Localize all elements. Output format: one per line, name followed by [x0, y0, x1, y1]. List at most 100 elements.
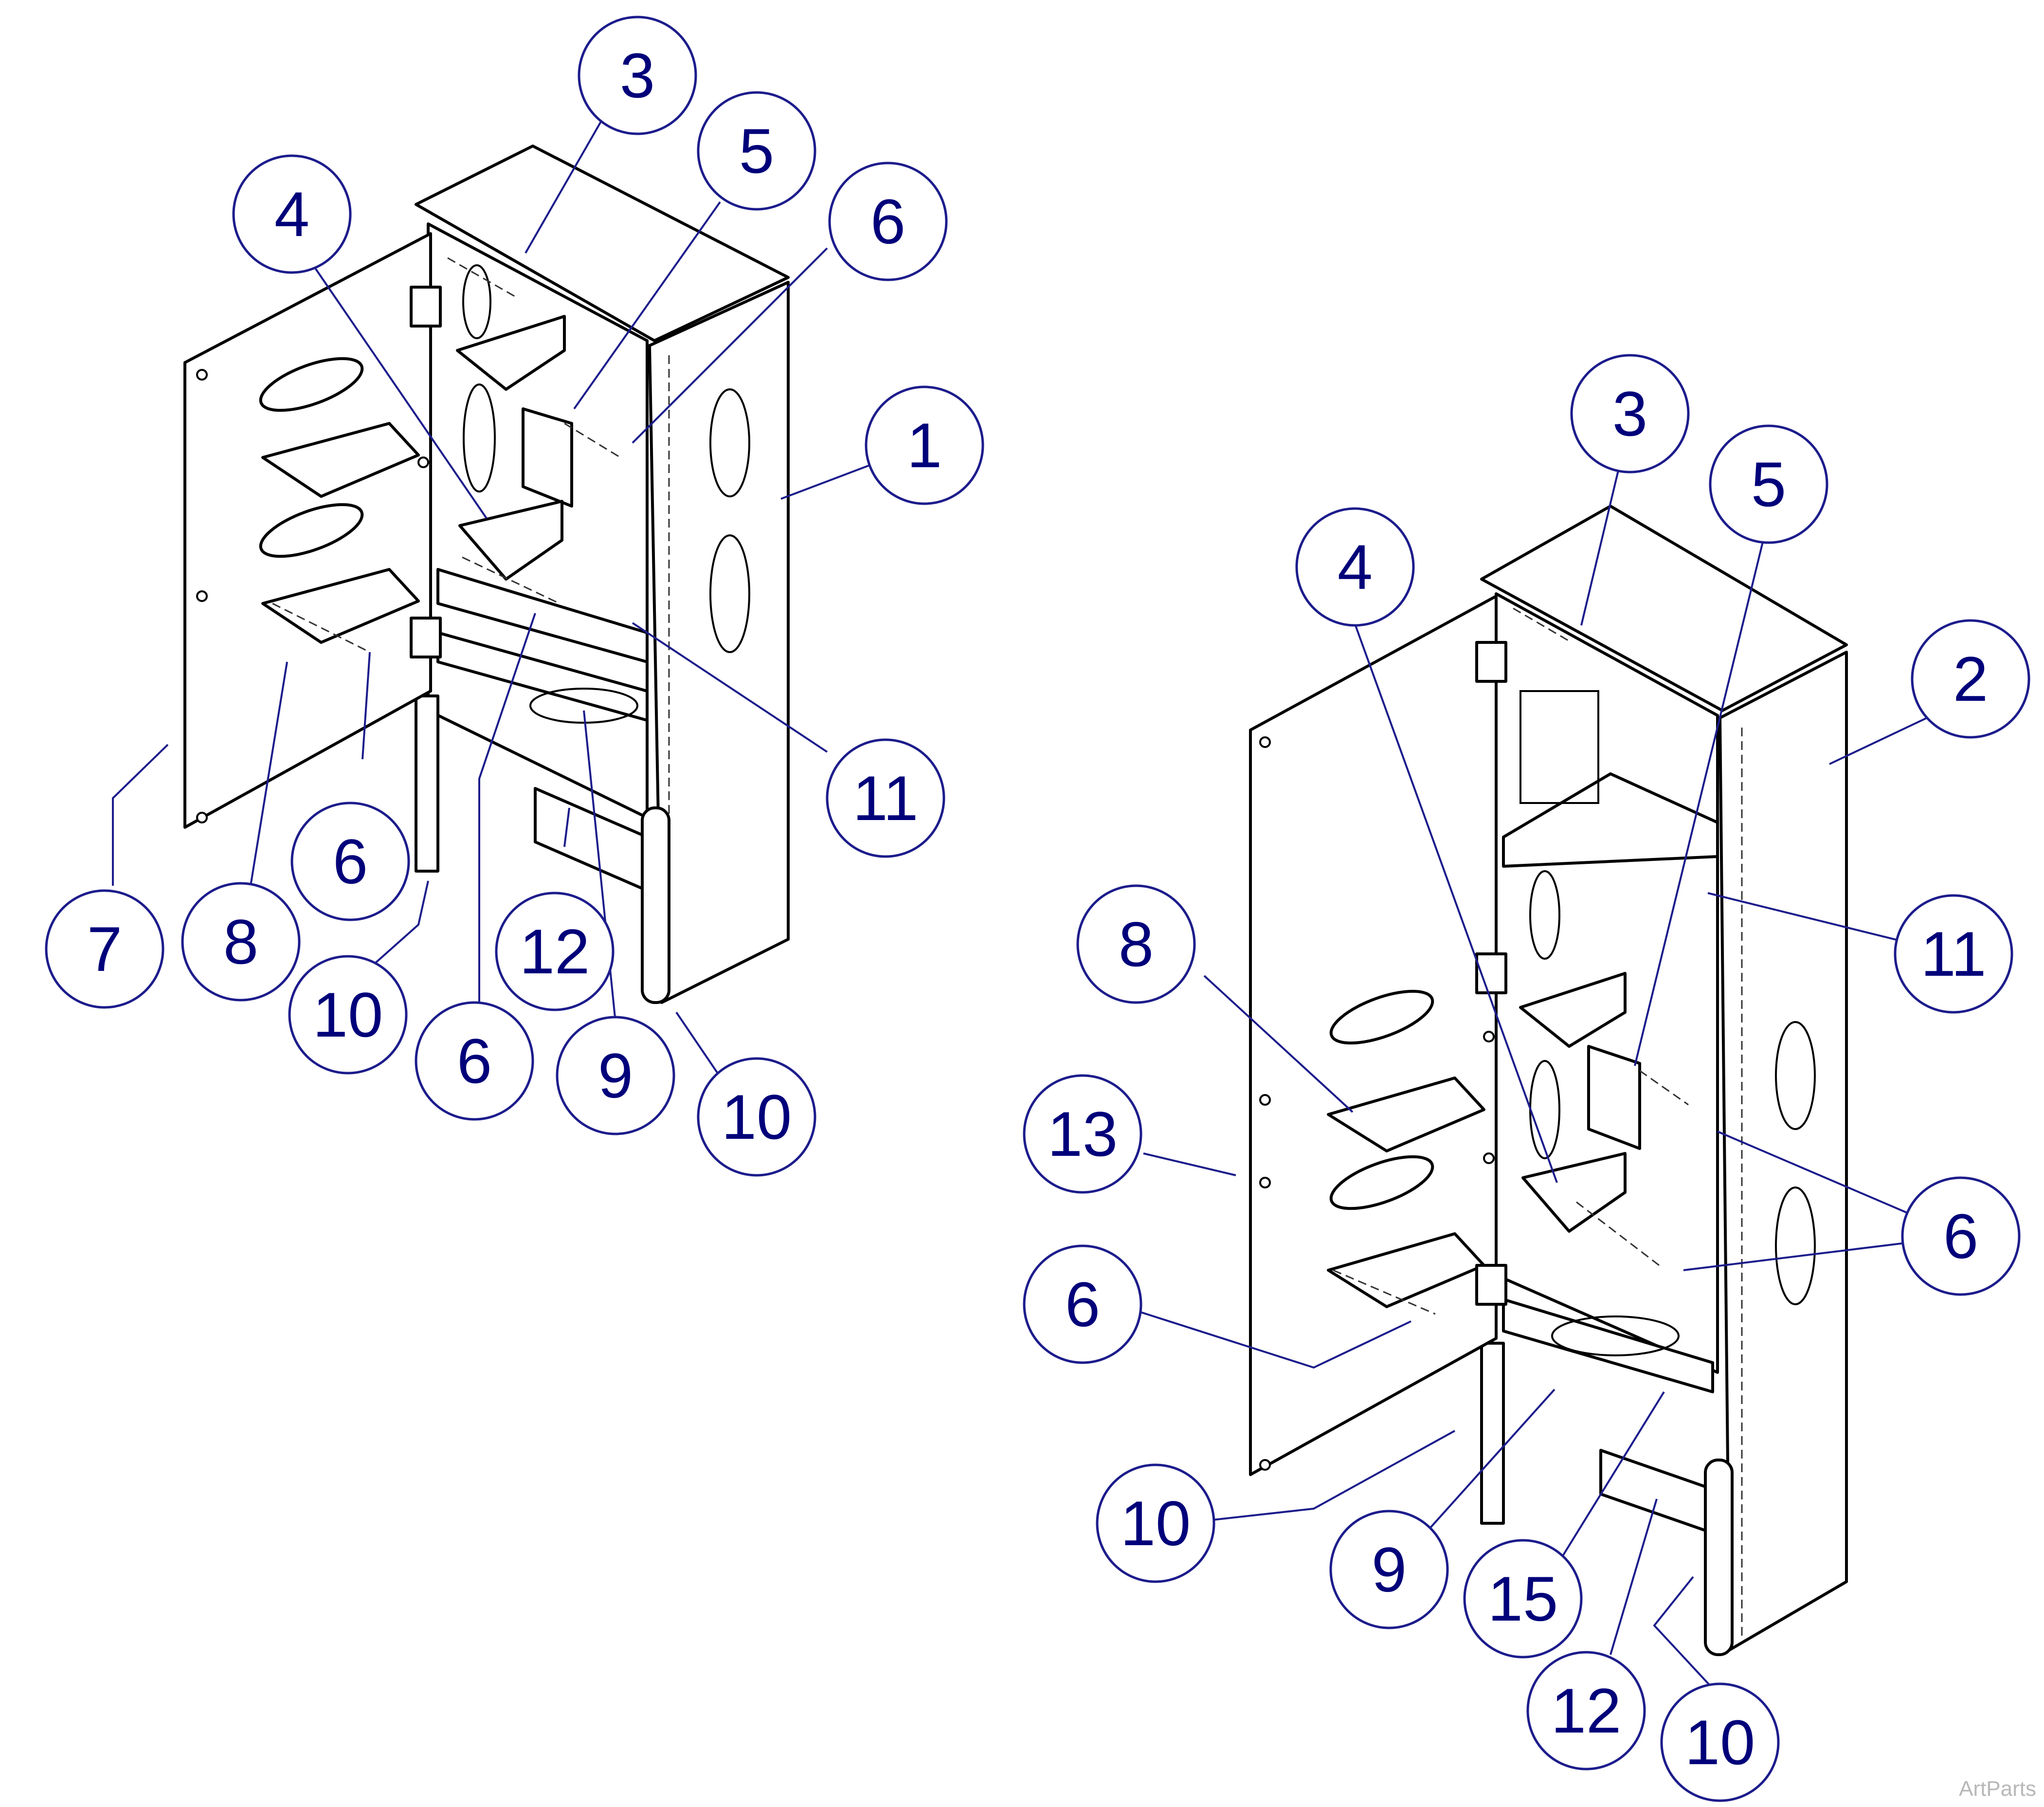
left-door-hole: [196, 590, 208, 602]
svg-text:13: 13: [1048, 1098, 1118, 1169]
svg-text:10: 10: [1121, 1488, 1191, 1559]
left-screw-path: [564, 422, 621, 458]
svg-text:6: 6: [870, 186, 905, 257]
svg-text:10: 10: [722, 1081, 792, 1152]
callout-12: 12: [1526, 1651, 1646, 1770]
svg-text:6: 6: [333, 826, 368, 897]
left-inner-slot-1: [462, 264, 491, 339]
right-inner-slot-1: [1529, 870, 1560, 960]
callout-4: 4: [232, 154, 352, 274]
right-screw-path: [1576, 1201, 1660, 1266]
callout-6: 6: [1023, 1244, 1142, 1364]
svg-text:8: 8: [1119, 909, 1154, 980]
right-tray-opening: [1551, 1315, 1680, 1356]
left-tray-opening: [529, 688, 638, 724]
svg-text:9: 9: [598, 1040, 633, 1111]
right-side-slot-1: [1775, 1021, 1816, 1130]
left-front-leg: [641, 806, 670, 1004]
callout-8: 8: [1076, 884, 1196, 1004]
svg-text:11: 11: [1921, 918, 1987, 989]
svg-text:5: 5: [1751, 449, 1786, 520]
svg-text:15: 15: [1488, 1563, 1558, 1634]
svg-text:10: 10: [1685, 1707, 1755, 1778]
left-inner-slot-2: [463, 383, 496, 493]
left-holder-ring-lower: [259, 503, 364, 558]
callout-sheet-right: 3 5 2 4 11 8 13 6 6 10 9 15 12 10: [1023, 354, 2030, 1802]
callout-3: 3: [578, 16, 697, 135]
left-holder-bracket-lower: [261, 568, 420, 644]
left-screw-path: [272, 602, 370, 653]
left-shelf-lower: [436, 568, 649, 663]
callout-10: 10: [1660, 1682, 1780, 1802]
callout-10: 10: [1096, 1463, 1215, 1583]
right-hinge-lower: [1475, 1264, 1507, 1306]
artparts-watermark: ArtParts: [1959, 1777, 2036, 1801]
right-door-hole: [1259, 736, 1271, 748]
callout-4: 4: [1295, 507, 1415, 627]
left-screw-path: [462, 556, 560, 604]
right-door-hole: [1483, 1152, 1495, 1164]
svg-text:10: 10: [313, 979, 383, 1050]
left-center-bracket: [522, 407, 573, 508]
right-small-shelf: [1521, 1152, 1627, 1233]
right-cabinet-assembly: [1249, 505, 1848, 1656]
svg-text:6: 6: [1943, 1201, 1978, 1272]
left-door-hole: [196, 812, 208, 823]
svg-text:6: 6: [457, 1025, 492, 1096]
right-shelf-middle: [1502, 772, 1719, 868]
callout-10: 10: [288, 955, 408, 1075]
callout-6: 6: [290, 802, 410, 921]
right-door-hole: [1259, 1094, 1271, 1106]
callout-9: 9: [556, 1016, 675, 1135]
left-side-slot-2: [709, 534, 750, 653]
left-shelf-top: [456, 315, 566, 391]
callout-9: 9: [1329, 1510, 1449, 1629]
svg-text:3: 3: [1612, 378, 1647, 449]
svg-text:12: 12: [520, 916, 590, 987]
right-base-kick: [1599, 1449, 1714, 1534]
right-front-leg: [1704, 1459, 1734, 1656]
svg-text:5: 5: [739, 115, 774, 186]
callout-sheet-left: 3 5 4 6 1 11 7 8 6 10 12 6 9 10: [45, 16, 984, 1177]
right-inner-panel: [1519, 690, 1599, 804]
left-door-hole: [196, 369, 208, 381]
left-holder-ring-upper: [259, 357, 364, 412]
left-small-shelf: [458, 500, 563, 581]
left-top-cap: [415, 145, 790, 342]
right-bottom-tray: [1502, 1298, 1714, 1393]
right-screw-path: [1639, 1070, 1689, 1106]
callout-10: 10: [697, 1057, 816, 1177]
svg-text:7: 7: [87, 913, 122, 985]
right-holder-bracket-upper: [1327, 1077, 1485, 1152]
callout-6: 6: [828, 162, 948, 281]
right-small-bracket-upper: [1519, 972, 1627, 1048]
callout-5: 5: [1709, 424, 1828, 544]
callout-5: 5: [697, 91, 816, 211]
right-hinge-upper: [1475, 641, 1507, 683]
callout-13: 13: [1023, 1074, 1142, 1194]
leader-lines: [112, 121, 1969, 1695]
svg-text:12: 12: [1551, 1675, 1622, 1746]
right-center-bracket: [1587, 1045, 1641, 1150]
right-top-cap: [1480, 505, 1848, 712]
left-hinge-lower: [410, 617, 442, 658]
svg-text:4: 4: [1338, 531, 1373, 602]
right-screw-path: [1513, 607, 1572, 643]
svg-text:1: 1: [907, 410, 942, 481]
callout-15: 15: [1463, 1539, 1583, 1659]
left-side-slot-1: [709, 388, 750, 497]
right-holder-ring-upper: [1329, 989, 1434, 1045]
right-door-hole: [1259, 1459, 1271, 1471]
right-holder-ring-lower: [1329, 1155, 1434, 1210]
svg-text:8: 8: [223, 906, 258, 977]
callout-7: 7: [45, 889, 164, 1009]
left-cabinet-assembly: [183, 145, 790, 1004]
callout-6: 6: [415, 1001, 534, 1121]
right-door-hole: [1259, 1177, 1271, 1188]
callout-1: 1: [865, 385, 984, 505]
callout-8: 8: [181, 882, 301, 1002]
svg-text:11: 11: [853, 763, 919, 834]
svg-text:6: 6: [1065, 1269, 1100, 1340]
callout-11: 11: [1894, 894, 2013, 1014]
